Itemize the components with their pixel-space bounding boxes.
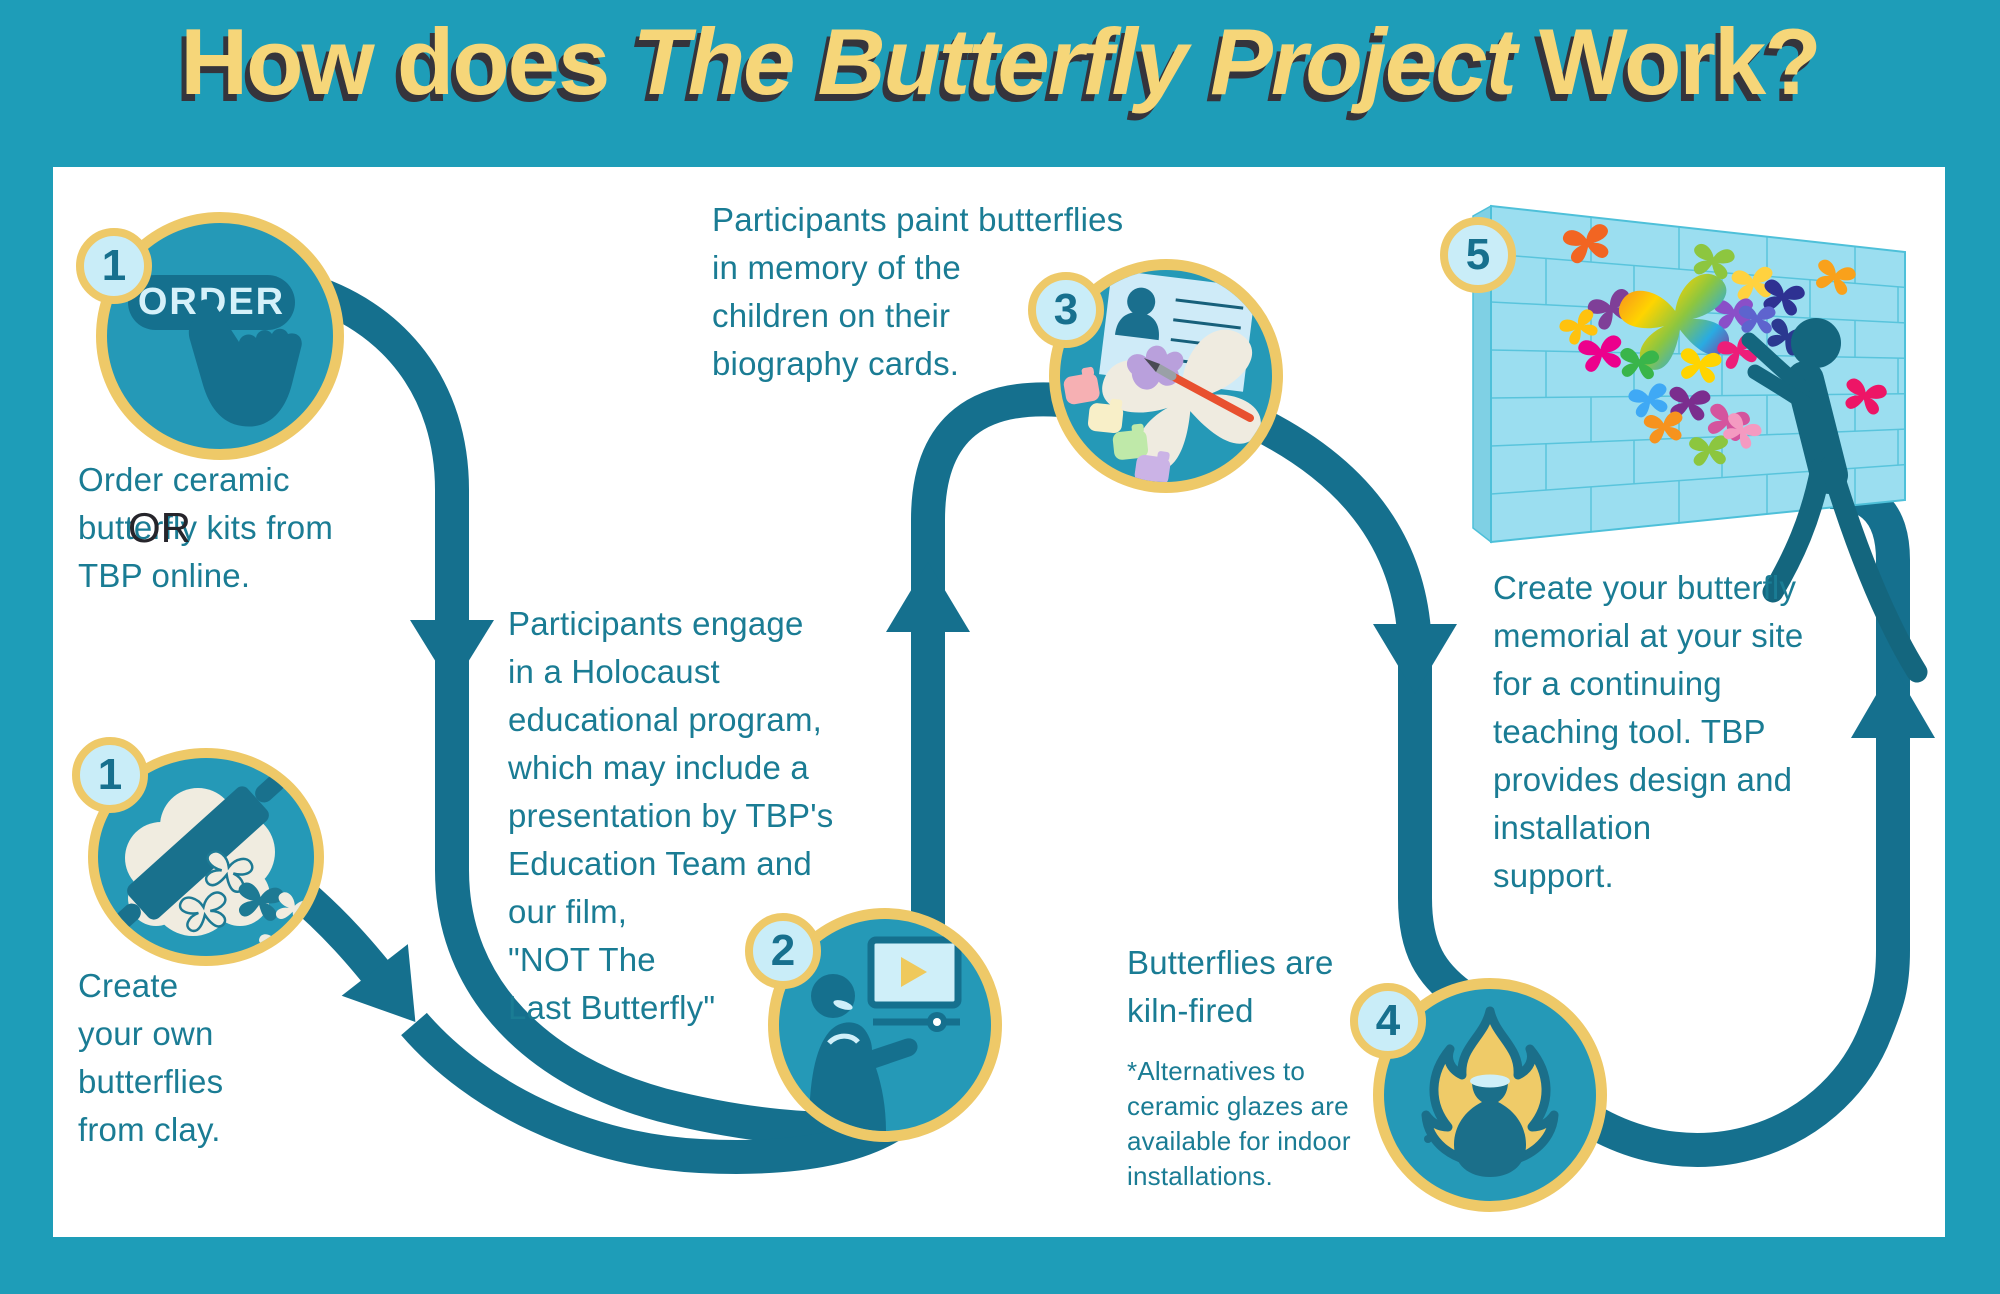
butterfly-wall-icon [1472,204,1928,683]
badge-number: 5 [1465,230,1491,279]
badge-number: 3 [1053,285,1079,334]
rolling-pin-clay-icon [110,773,314,956]
arrowhead-up2-icon [1851,666,1935,738]
badge-step-5: 5 [1440,217,1516,293]
badge-step-1-clay: 1 [72,737,148,813]
badge-step-2: 2 [745,913,821,989]
title-prefix: How does [180,9,633,114]
pointer-hand-icon [188,299,302,427]
arrowhead-down-icon [410,620,494,688]
badge-number: 2 [770,926,796,975]
badge-step-4: 4 [1350,983,1426,1059]
arrowhead-up-icon [886,562,970,632]
badge-step-1-order: 1 [76,228,152,304]
arrowhead-down2-icon [1373,624,1457,694]
or-label: OR [128,504,191,551]
arrow-path-paint-to-kiln [1231,398,1471,1009]
arrow-path-kiln-to-memorial [1581,475,1910,1167]
kiln-fire-icon [1421,1006,1559,1177]
badge-number: 1 [101,241,127,290]
badge-number: 1 [97,750,123,799]
clay-butterfly-cutouts [178,850,314,956]
badge-number: 4 [1375,996,1401,1045]
biography-card-paint-icon [1063,270,1261,482]
paint-pots [1063,366,1171,482]
presenter-video-icon [809,936,962,1131]
title-suffix: Work? [1514,9,1822,114]
badge-step-3: 3 [1028,272,1104,348]
page-title: How does The Butterfly Project Work? [0,8,2000,116]
arrow-path-order-to-program [295,271,882,1147]
wall-butterflies [1559,224,1887,466]
step-program-circle [768,908,1002,1142]
person-figure [1741,318,1928,683]
title-emphasis: The Butterfly Project [632,9,1516,114]
arrowhead-diagonal-icon [341,944,416,1022]
